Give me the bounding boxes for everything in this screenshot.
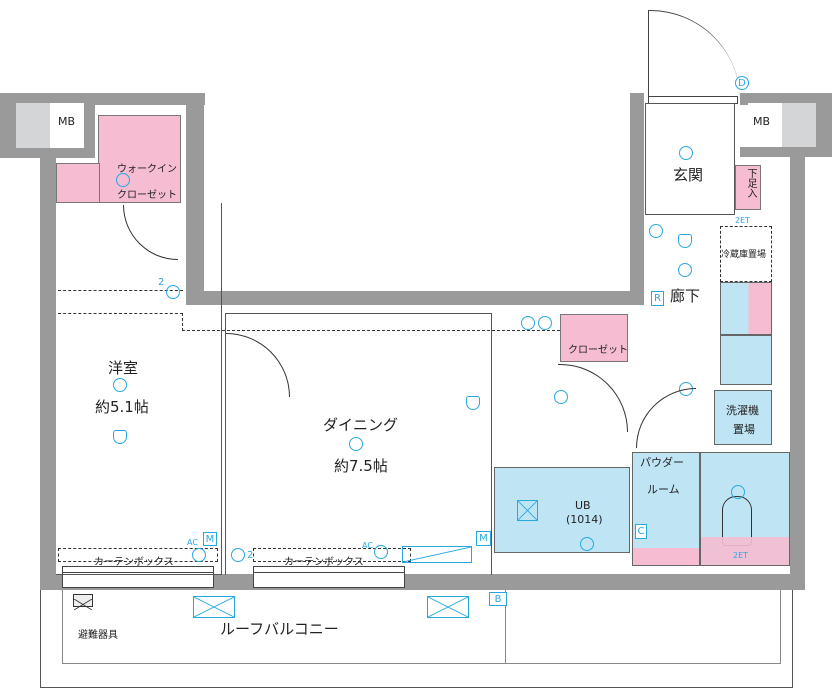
wall-mb-left-side: [0, 93, 16, 155]
et-label: 2ET: [735, 216, 751, 225]
entrance: [645, 103, 735, 215]
western-room: [56, 203, 222, 575]
shoe-box: [735, 165, 761, 210]
ac-outdoor-unit: [193, 596, 235, 618]
ac-label: AC: [362, 541, 373, 550]
closet: [560, 314, 628, 362]
wall-top-left: [0, 93, 205, 105]
closet-door[interactable]: [558, 364, 628, 432]
outlet-icon: [231, 548, 245, 562]
ceiling-light-icon: [113, 378, 127, 392]
wall-wic-right: [186, 93, 204, 305]
downlight-icon: [731, 485, 745, 499]
toilet-floor: [701, 537, 789, 565]
m-marker: M: [203, 532, 217, 546]
kitchen-sink: [720, 282, 772, 335]
outlet-icon: [192, 548, 206, 562]
curtain-box-2-label: カーテンボックス: [284, 557, 364, 568]
window-dining[interactable]: [253, 566, 405, 588]
wall-mb-right-bottom: [740, 147, 832, 157]
et-label: 2ET: [733, 551, 749, 560]
hallway-label: 廊下: [670, 287, 701, 305]
c-marker: C: [635, 524, 647, 539]
shoe-box-label: 下足入: [745, 168, 756, 198]
wall-right: [790, 150, 805, 590]
washer-label-2: 置場: [733, 423, 755, 436]
wall-light-icon: [466, 396, 480, 410]
ub-label-2: (1014): [566, 513, 603, 526]
outlet-icon: [374, 545, 388, 559]
wall-courtyard-right: [630, 93, 644, 305]
kitchen-stove: [720, 335, 772, 385]
ceiling-line: [182, 313, 560, 331]
powder-room: [632, 452, 700, 566]
powder-label-2: ルーム: [647, 483, 680, 496]
ceiling-light-icon: [349, 437, 363, 451]
wall-left: [40, 150, 56, 590]
window-western-room[interactable]: [62, 566, 214, 588]
ac-outdoor-unit: [427, 596, 469, 618]
front-door[interactable]: [648, 10, 740, 100]
washer-label-1: 洗濯機: [726, 404, 759, 417]
fridge-label: 冷蔵庫置場: [721, 250, 767, 260]
b-marker: B: [489, 592, 507, 606]
roof-balcony-area: [62, 588, 506, 664]
powder-label-1: パウダー: [640, 456, 684, 469]
unit-bath: [494, 467, 630, 553]
phone-outlet-icon: [538, 316, 552, 330]
walk-in-closet-side: [56, 163, 100, 203]
wall-bottom: [40, 574, 805, 590]
downlight-icon: [679, 146, 693, 160]
m-marker: M: [476, 531, 491, 546]
balcony-area-right: [506, 588, 781, 664]
western-room-size: 約5.1帖: [95, 398, 149, 416]
dining-name: ダイニング: [323, 416, 399, 434]
wall-mb-right-top: [740, 93, 832, 105]
evacuation-label: 避難器具: [78, 630, 118, 641]
wic-label-2: クローゼット: [117, 190, 177, 201]
ub-label-1: UB: [575, 499, 591, 512]
dining-size: 約7.5帖: [334, 457, 388, 475]
western-room-name: 洋室: [108, 359, 139, 377]
doorbell-marker: D: [735, 76, 749, 90]
fridge-space: [720, 226, 772, 282]
ac-indoor-unit: [402, 546, 472, 563]
roof-balcony-label: ルーフバルコニー: [220, 620, 339, 638]
closet-label: クローゼット: [568, 345, 628, 356]
bath-light-icon: [580, 537, 594, 551]
mb-shaft-right: [748, 103, 816, 147]
outlet-count: 2: [158, 277, 165, 288]
wall-courtyard-bottom: [186, 291, 644, 305]
ceiling-light-icon: [116, 173, 130, 187]
wic-label-1: ウォークイン: [117, 164, 177, 175]
wall-light-icon: [678, 234, 692, 248]
curtain-box-1-label: カーテンボックス: [94, 557, 174, 568]
wall-light-icon: [113, 430, 127, 444]
curtain-box-1: [58, 548, 218, 562]
mb-shaft-left: [16, 103, 84, 149]
entrance-label: 玄関: [673, 166, 704, 184]
outlet-icon: [649, 224, 663, 238]
powder-door[interactable]: [636, 388, 696, 448]
outlet-count: 2: [247, 550, 254, 561]
loft-line: [58, 290, 183, 314]
wall-mb-right-side: [816, 93, 832, 155]
mb-label-left: MB: [58, 115, 76, 128]
curtain-box-2: [253, 548, 411, 562]
washer-space: [714, 390, 772, 445]
walk-in-closet: [98, 115, 181, 203]
wall-mb-right: [84, 93, 95, 158]
outlet-icon: [166, 285, 180, 299]
ac-label: AC: [187, 538, 198, 547]
downlight-icon: [678, 263, 692, 277]
r-marker: R: [651, 291, 664, 306]
powder-floor: [633, 548, 699, 565]
mb-label-right: MB: [753, 115, 771, 128]
tv-outlet-icon: [521, 316, 535, 330]
bath-vent: [517, 500, 538, 521]
evacuation-hatch: [73, 594, 93, 611]
dining-room: [225, 313, 492, 575]
